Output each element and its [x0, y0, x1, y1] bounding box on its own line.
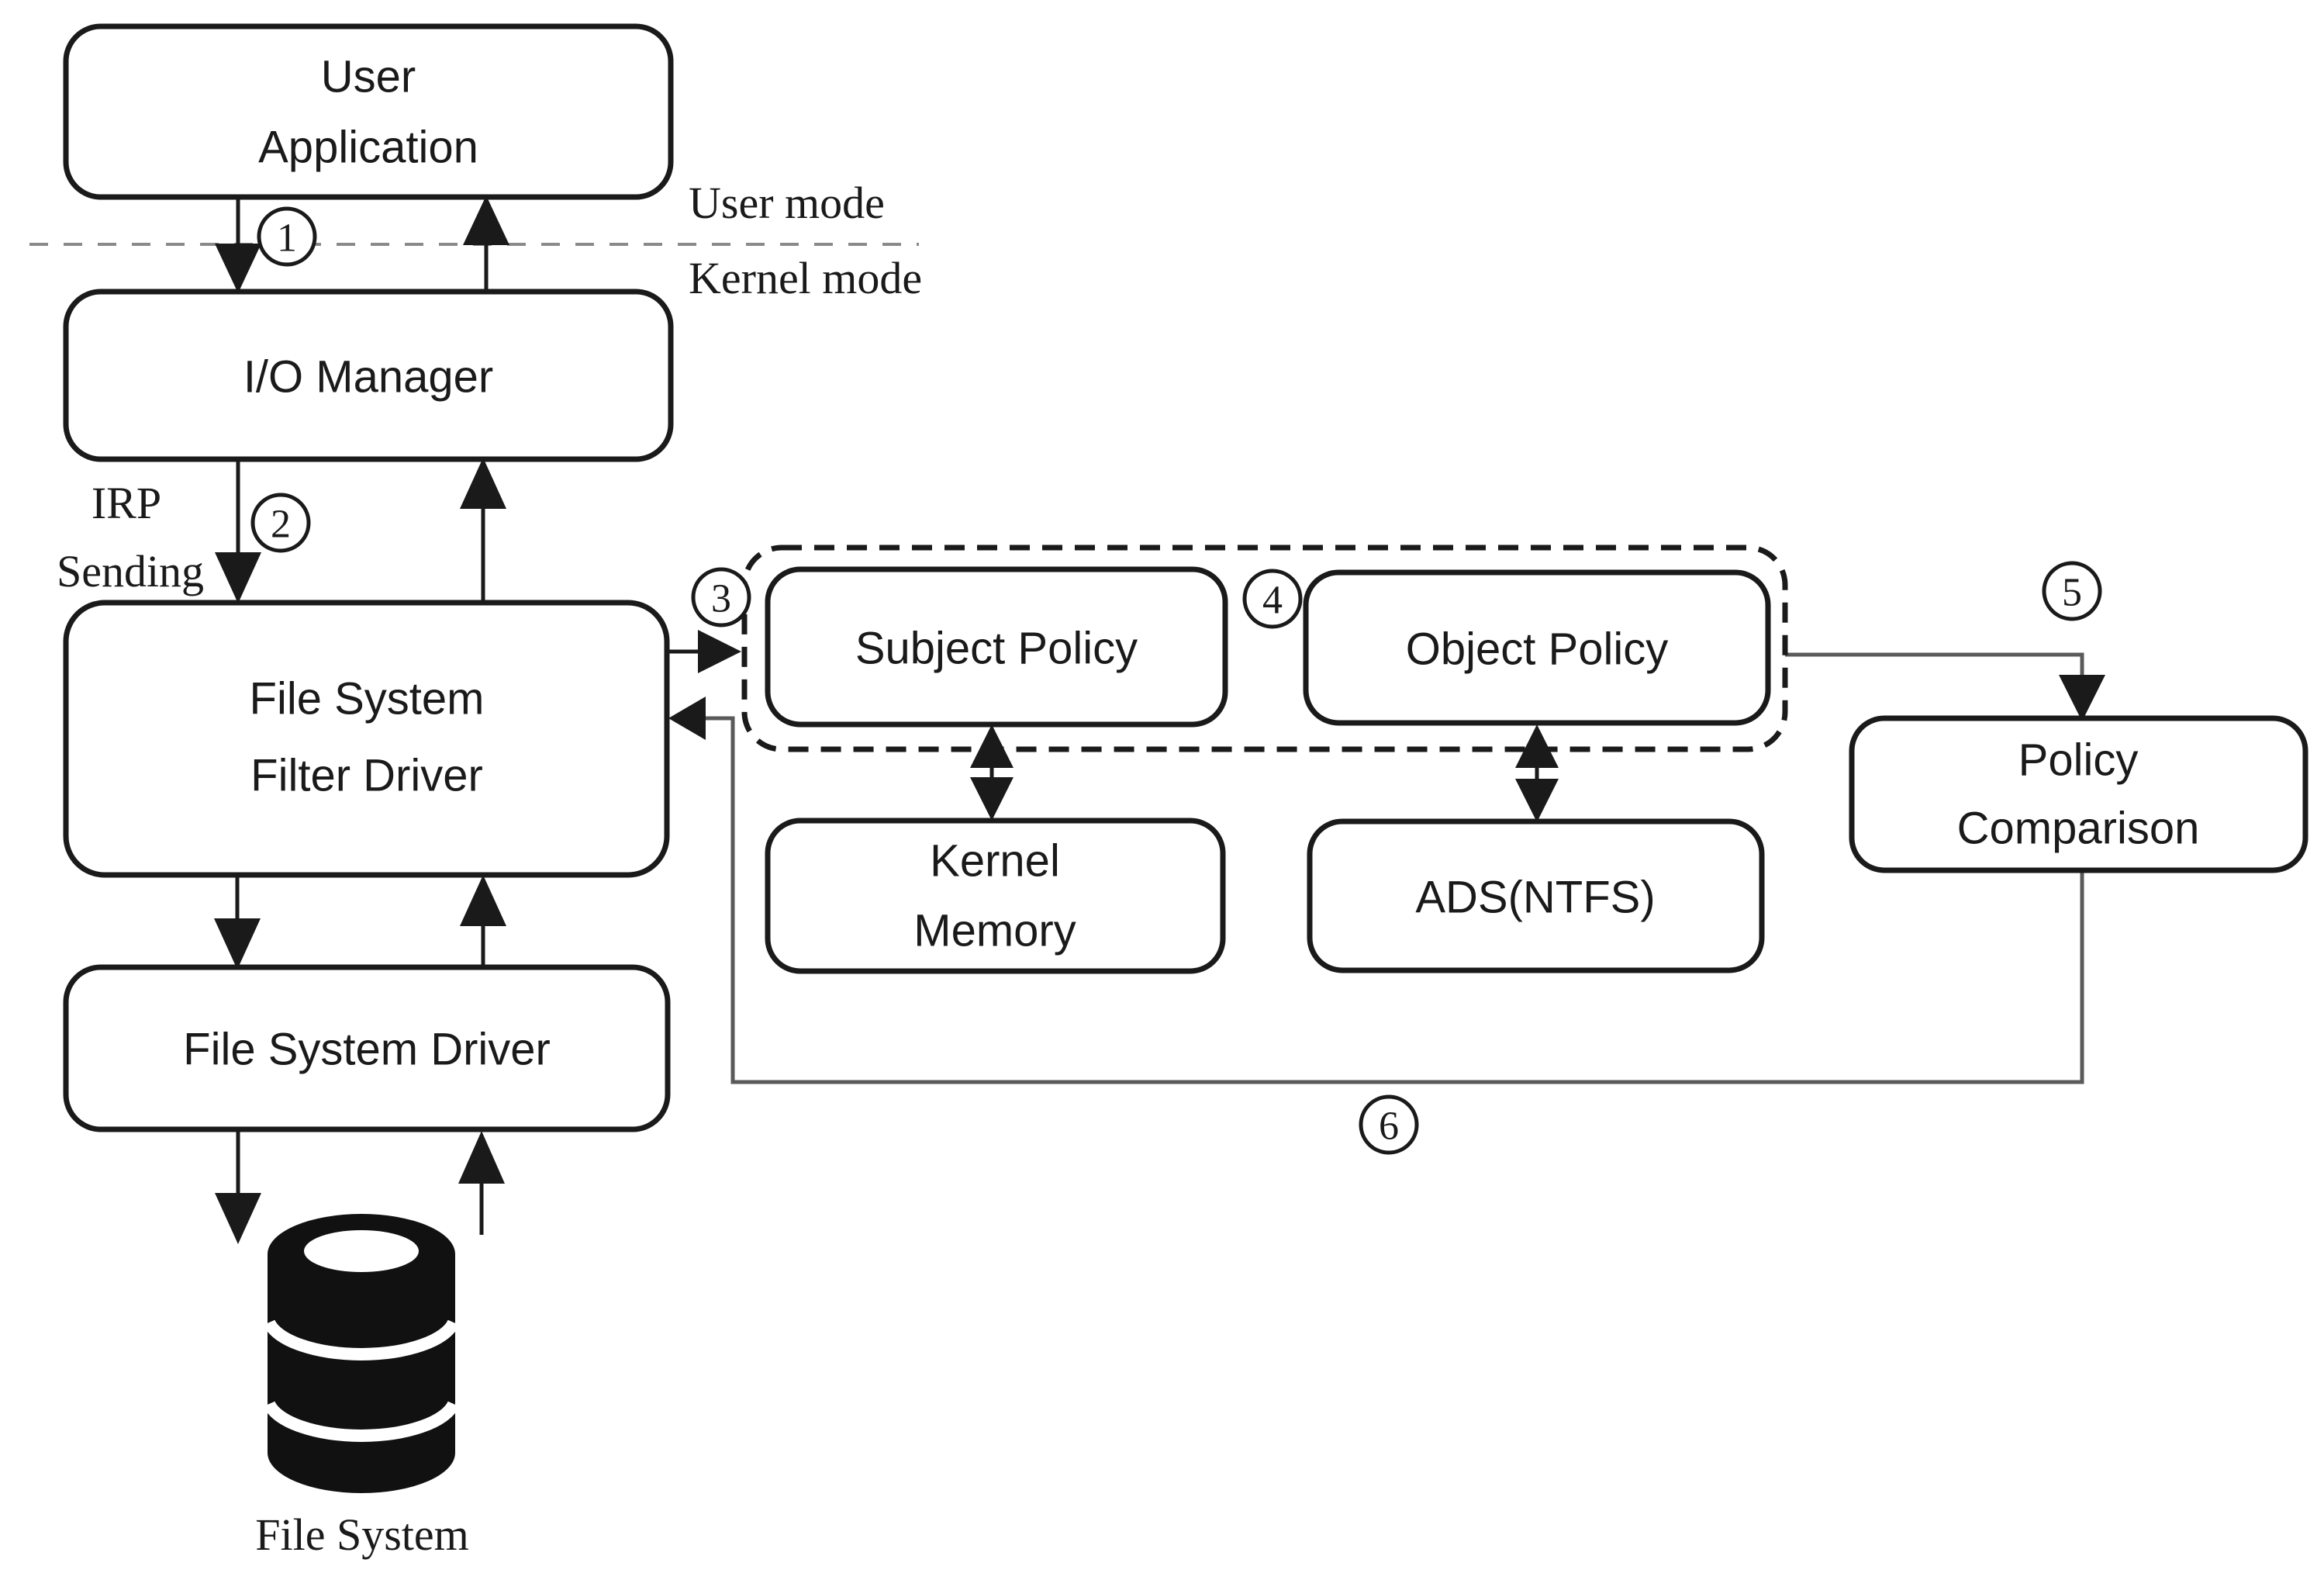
arrow-up-head: [1515, 724, 1559, 768]
arrow-up-head: [460, 458, 506, 509]
irp-label-line1: IRP: [92, 478, 161, 528]
step-circle: [2042, 561, 2102, 621]
arrow-io-manager-to-user-app: [463, 195, 509, 292]
step-circle: [1359, 1094, 1419, 1155]
box-label-line2: Memory: [913, 906, 1076, 956]
arrow-object-policy-ads: [1515, 724, 1559, 822]
arrow-down-head: [215, 1193, 261, 1244]
arrow-file-system-to-fs-driver: [458, 1131, 505, 1235]
box-shape: [1849, 715, 2308, 873]
arrow-right-head: [698, 630, 741, 673]
arrow-user-app-to-io-manager: [215, 197, 261, 293]
kernel-memory-box: Kernel Memory: [765, 818, 1226, 974]
step-1-badge: 1: [257, 206, 317, 267]
arrow-up-head: [458, 1131, 505, 1184]
box-shape: [765, 818, 1226, 974]
box-label-line1: Policy: [2018, 735, 2139, 786]
box-shape: [63, 289, 674, 462]
box-label-line2: Filter Driver: [250, 751, 483, 801]
arrow-io-manager-to-filter-driver: [215, 457, 261, 603]
arrow-up-head: [970, 724, 1014, 768]
step-2-badge: 2: [250, 493, 311, 553]
box-shape: [1303, 569, 1771, 726]
irp-label-line2: Sending: [57, 546, 204, 596]
connector-path: [1785, 652, 2084, 676]
box-label: Object Policy: [1406, 624, 1668, 675]
io-manager-box: I/O Manager: [63, 289, 674, 462]
arrow-filter-driver-to-fs-driver: [214, 875, 261, 970]
step-number: 4: [1262, 579, 1283, 623]
box-label-line2: Comparison: [1957, 804, 2200, 854]
connector-policy-to-comparison: [1785, 652, 2105, 721]
user-mode-label: User mode: [689, 178, 885, 228]
file-system-storage-label: File System: [255, 1509, 469, 1560]
kernel-mode-label: Kernel mode: [689, 253, 922, 303]
step-number: 6: [1379, 1105, 1399, 1149]
arrow-fs-driver-to-filter-driver: [460, 875, 506, 967]
box-label-line1: File System: [250, 674, 485, 724]
box-label-line2: Application: [258, 123, 478, 173]
box-shape: [63, 600, 670, 878]
step-5-badge: 5: [2042, 561, 2102, 621]
connector-path: [706, 716, 2084, 1084]
step-number: 5: [2062, 571, 2082, 615]
policy-dashed-container: [741, 545, 1788, 752]
step-6-badge: 6: [1359, 1094, 1419, 1155]
step-number: 1: [277, 216, 297, 261]
box-label: Subject Policy: [855, 624, 1138, 674]
box-label-line1: User: [321, 52, 416, 102]
file-system-filter-driver-box: File System Filter Driver: [63, 600, 670, 878]
step-circle: [250, 493, 311, 553]
arrow-down-head: [214, 918, 261, 970]
arrow-up-head: [463, 195, 509, 245]
arrow-down-head: [970, 777, 1014, 821]
step-3-badge: 3: [691, 567, 751, 628]
box-label-line1: Kernel: [930, 836, 1060, 887]
arrow-fs-driver-to-file-system: [215, 1129, 261, 1244]
box-label: ADS(NTFS): [1415, 873, 1655, 923]
file-system-database-icon: [263, 1214, 460, 1493]
policy-comparison-box: Policy Comparison: [1849, 715, 2308, 873]
arrow-up-head: [460, 875, 506, 926]
arrow-down-head: [1515, 779, 1559, 822]
step-circle: [691, 567, 751, 628]
subject-policy-box: Subject Policy: [765, 566, 1228, 728]
arrow-filter-driver-to-policy-container: [667, 630, 741, 673]
arrow-subject-policy-kernel-memory: [970, 724, 1014, 821]
file-system-driver-box: File System Driver: [63, 964, 671, 1132]
step-4-badge: 4: [1242, 569, 1303, 629]
arrow-filter-driver-to-io-manager: [460, 458, 506, 601]
box-shape: [1307, 818, 1765, 973]
box-shape: [765, 566, 1228, 728]
arrow-left-head: [668, 697, 706, 740]
user-application-box: User Application: [63, 23, 674, 200]
arrow-down-head: [2059, 675, 2105, 721]
box-label: I/O Manager: [243, 352, 493, 403]
box-label: File System Driver: [183, 1025, 551, 1075]
step-number: 2: [271, 503, 291, 547]
object-policy-box: Object Policy: [1303, 569, 1771, 726]
arrow-down-head: [215, 552, 261, 603]
database-gap-1: [263, 1319, 460, 1360]
step-circle: [257, 206, 317, 267]
box-shape: [63, 23, 674, 200]
ads-ntfs-box: ADS(NTFS): [1307, 818, 1765, 973]
arrow-down-head: [215, 244, 261, 293]
database-top-hole: [304, 1230, 419, 1272]
box-shape: [63, 964, 671, 1132]
connector-comparison-return-to-filter-driver: [668, 697, 2084, 1084]
database-gap-2: [263, 1401, 460, 1442]
step-number: 3: [711, 577, 731, 621]
step-circle: [1242, 569, 1303, 629]
